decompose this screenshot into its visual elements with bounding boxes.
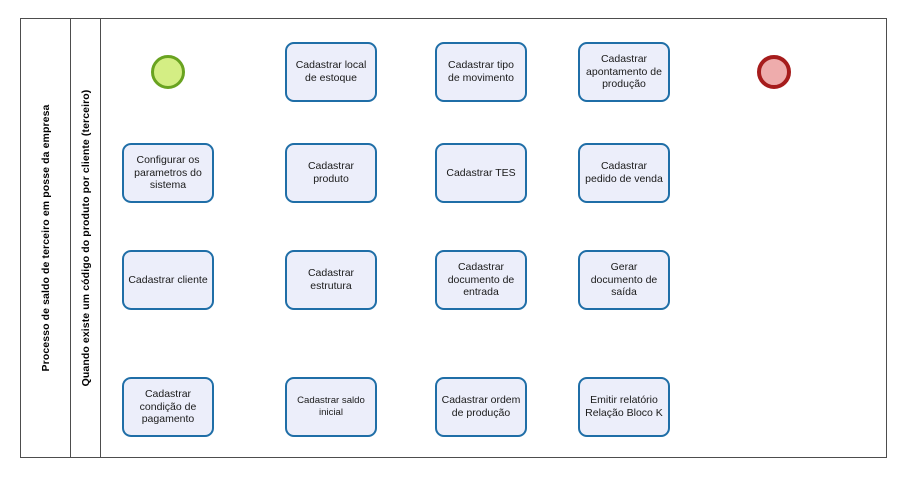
- task-cadastrar-ordem-producao[interactable]: Cadastrar ordem de produção: [435, 377, 527, 437]
- task-emitir-relatorio-bloco-k[interactable]: Emitir relatório Relação Bloco K: [578, 377, 670, 437]
- task-cadastrar-documento-entrada[interactable]: Cadastrar documento de entrada: [435, 250, 527, 310]
- lane-label-text: Quando existe um código do produto por c…: [79, 89, 92, 387]
- task-cadastrar-produto[interactable]: Cadastrar produto: [285, 143, 377, 203]
- task-cadastrar-condicao-pagamento[interactable]: Cadastrar condição de pagamento: [122, 377, 214, 437]
- start-event[interactable]: [151, 55, 185, 89]
- task-cadastrar-apontamento-producao[interactable]: Cadastrar apontamento de produção: [578, 42, 670, 102]
- pool-label-text: Processo de saldo de terceiro em posse d…: [39, 104, 52, 372]
- lane-label-band: Quando existe um código do produto por c…: [71, 19, 101, 457]
- task-configurar-parametros[interactable]: Configurar os parametros do sistema: [122, 143, 214, 203]
- task-cadastrar-local-estoque[interactable]: Cadastrar local de estoque: [285, 42, 377, 102]
- pool-label-band: Processo de saldo de terceiro em posse d…: [21, 19, 71, 457]
- task-cadastrar-cliente[interactable]: Cadastrar cliente: [122, 250, 214, 310]
- task-cadastrar-estrutura[interactable]: Cadastrar estrutura: [285, 250, 377, 310]
- task-cadastrar-pedido-venda[interactable]: Cadastrar pedido de venda: [578, 143, 670, 203]
- end-event[interactable]: [757, 55, 791, 89]
- task-cadastrar-saldo-inicial[interactable]: Cadastrar saldo inicial: [285, 377, 377, 437]
- task-cadastrar-tipo-movimento[interactable]: Cadastrar tipo de movimento: [435, 42, 527, 102]
- task-cadastrar-tes[interactable]: Cadastrar TES: [435, 143, 527, 203]
- task-gerar-documento-saida[interactable]: Gerar documento de saída: [578, 250, 670, 310]
